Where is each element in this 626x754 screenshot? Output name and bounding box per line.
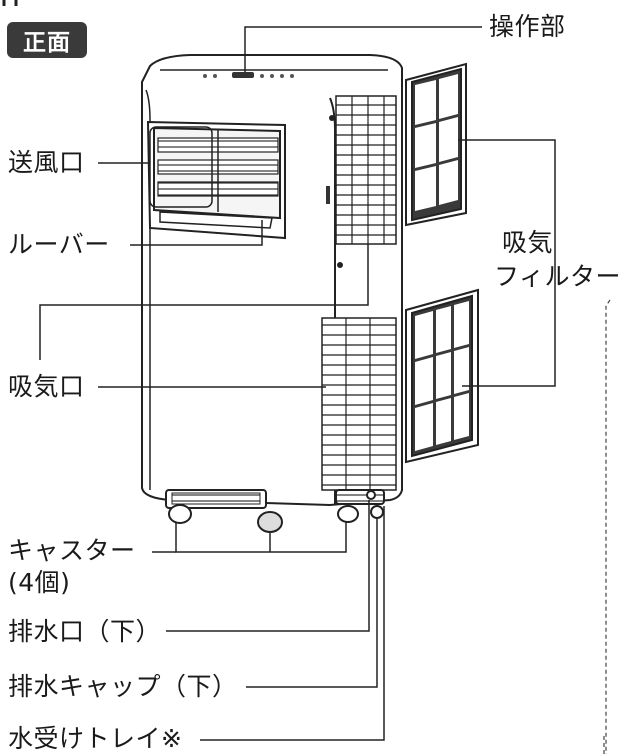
label-air-outlet: 送風口 [8,148,85,177]
control-panel [203,72,294,78]
lower-intake-vent [321,317,397,491]
intake-filter-upper [405,62,467,227]
upper-intake-vent [335,95,397,245]
label-air-intake: 吸気口 [8,372,85,401]
label-intake-filter-2: フィルター [494,262,622,291]
label-drain-lower: 排水口（下） [8,617,162,646]
intake-filter-lower [405,288,479,464]
front-view-badge: 正面 [7,22,87,58]
label-drain-cap-lower: 排水キャップ（下） [8,672,238,701]
label-louver: ルーバー [8,230,110,259]
label-casters: キャスター [8,536,136,565]
label-casters-count: (4個) [8,568,71,597]
leader-lines [39,26,556,741]
label-control-panel: 操作部 [489,12,566,41]
label-intake-filter-1: 吸気 [502,228,554,257]
air-outlet-vent [146,120,286,240]
label-water-tray: 水受けトレイ※ [8,724,183,753]
